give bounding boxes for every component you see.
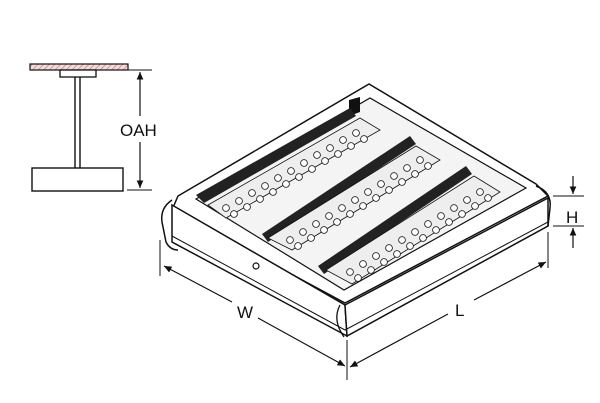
height-dimension: H bbox=[553, 176, 584, 248]
oah-label: OAH bbox=[120, 121, 157, 140]
width-dimension: W bbox=[159, 240, 348, 380]
led-strip-2 bbox=[262, 136, 441, 251]
led-strip-1 bbox=[196, 108, 381, 219]
width-label: W bbox=[237, 303, 253, 322]
height-label: H bbox=[566, 208, 578, 227]
led-strip-3 bbox=[318, 166, 501, 285]
pendant-mount-icon bbox=[29, 63, 129, 192]
led-high-bay-fixture-icon bbox=[160, 83, 551, 338]
oah-dimension: OAH bbox=[120, 69, 157, 191]
length-dimension: L bbox=[349, 232, 549, 368]
length-label: L bbox=[455, 301, 464, 320]
